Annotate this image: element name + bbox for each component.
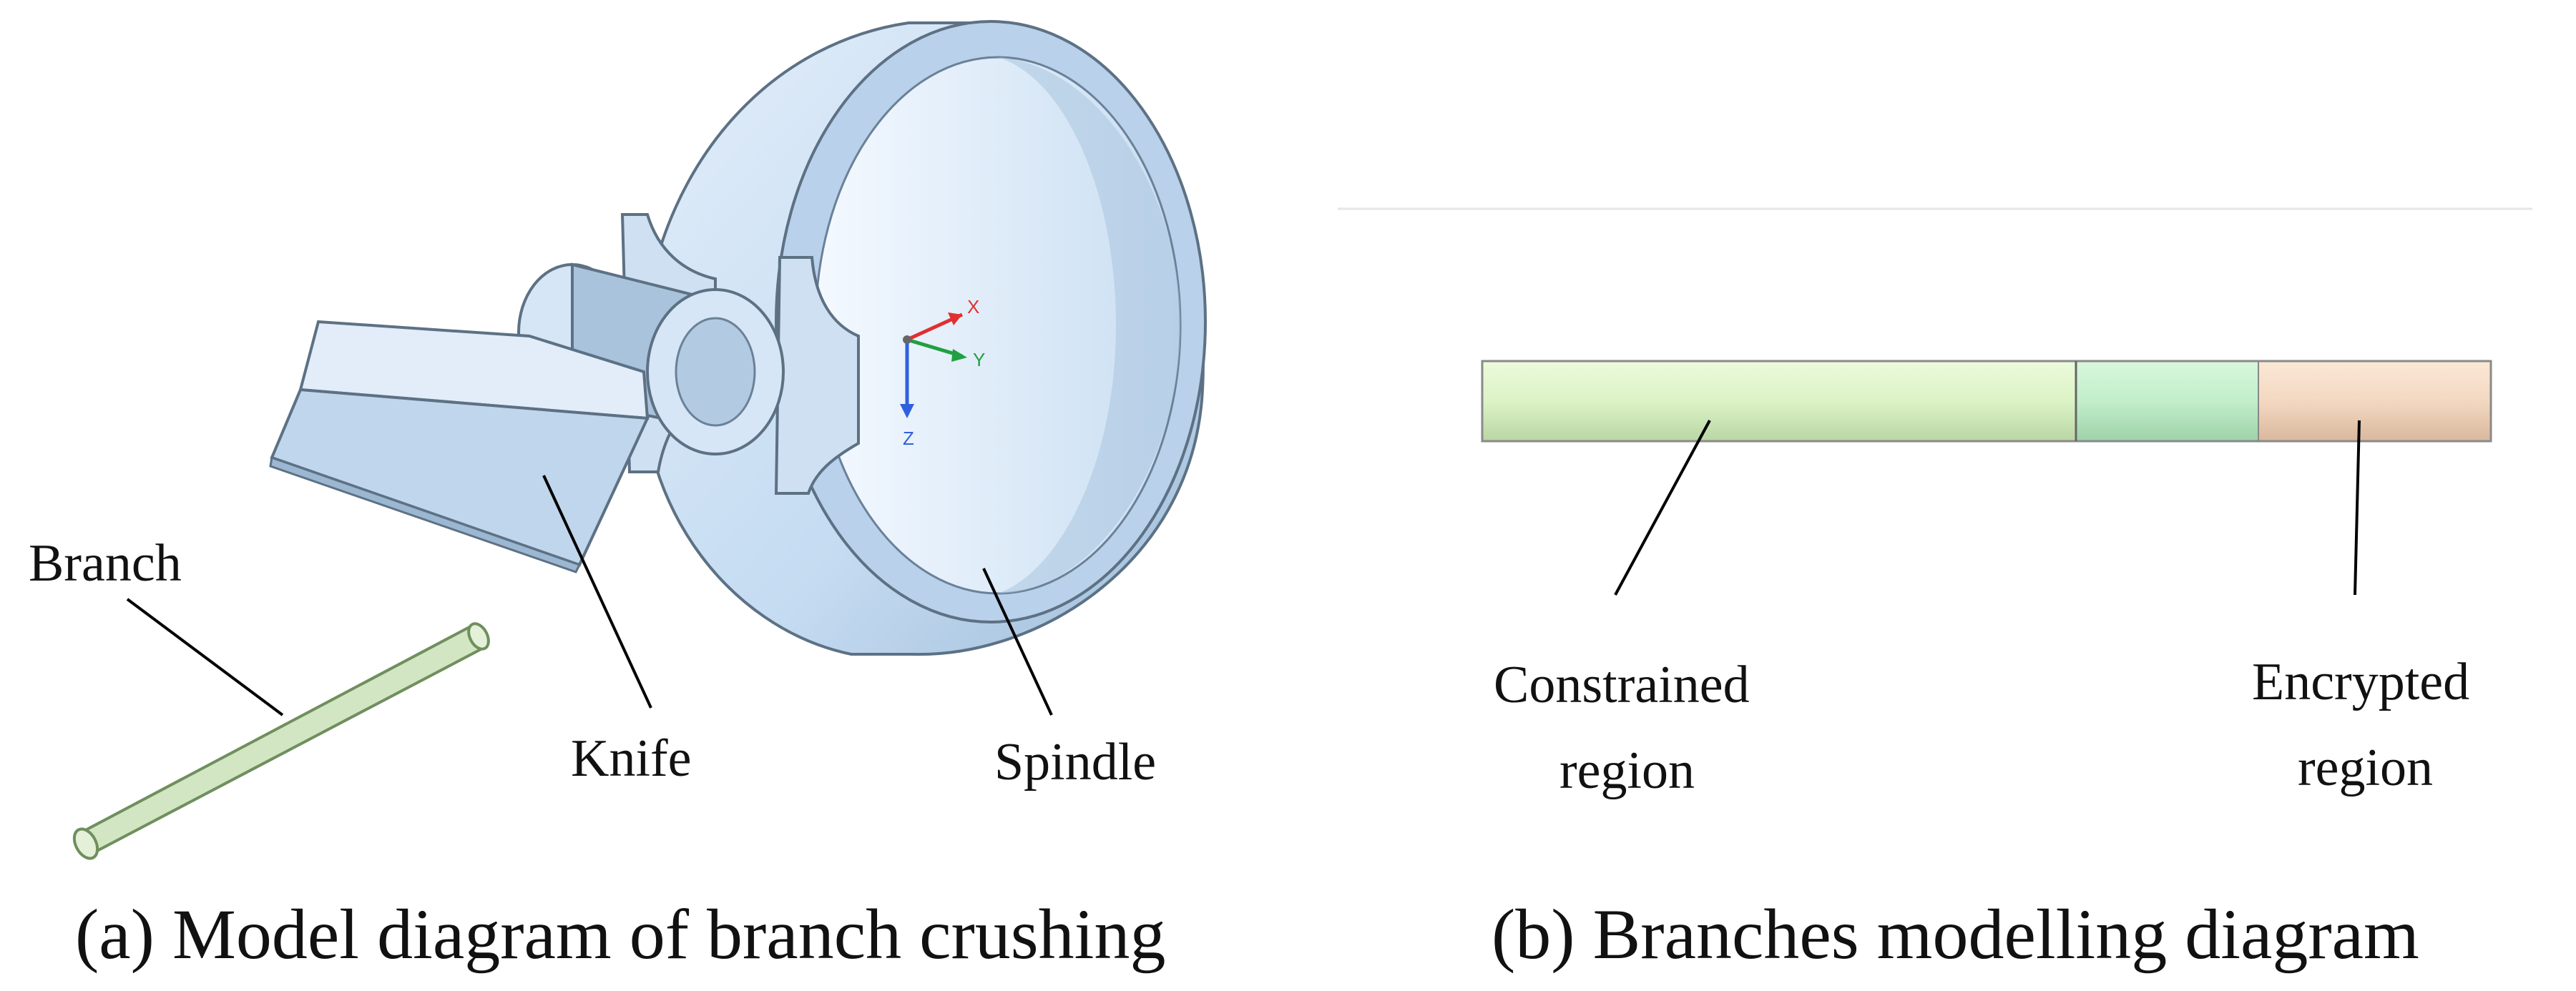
caption-a: (a) Model diagram of branch crushing bbox=[75, 894, 1165, 974]
leader-constrained bbox=[1614, 420, 1711, 596]
label-constrained-line1: Constrained bbox=[1494, 656, 1750, 714]
region-constrained bbox=[1482, 361, 2076, 441]
leader-knife bbox=[542, 475, 652, 709]
label-spindle: Spindle bbox=[994, 733, 1156, 792]
caption-b: (b) Branches modelling diagram bbox=[1492, 894, 2419, 974]
axis-triad: X Y Z bbox=[900, 296, 985, 449]
axis-x-label: X bbox=[967, 296, 979, 317]
region-middle bbox=[2076, 361, 2258, 441]
knife-blade bbox=[269, 320, 650, 573]
panel-a: X Y Z bbox=[29, 20, 1207, 974]
leader-spindle bbox=[982, 568, 1053, 716]
axis-y-label: Y bbox=[973, 349, 985, 370]
spindle-ring bbox=[640, 20, 1207, 656]
panel-b: Constrained region Encrypted region (b) … bbox=[1338, 207, 2532, 974]
leader-encrypted bbox=[2354, 420, 2361, 596]
label-constrained-line2: region bbox=[1559, 741, 1695, 800]
knife-holder bbox=[517, 213, 860, 495]
label-branch: Branch bbox=[29, 534, 182, 593]
branch-cylinder bbox=[72, 622, 490, 860]
branch-model-bar bbox=[1481, 360, 2492, 443]
label-knife: Knife bbox=[571, 729, 692, 788]
label-encrypted-line1: Encrypted bbox=[2252, 653, 2469, 711]
region-encrypted bbox=[2258, 361, 2491, 441]
label-encrypted-line2: region bbox=[2298, 739, 2433, 797]
leader-branch bbox=[126, 598, 284, 716]
axis-z-label: Z bbox=[903, 428, 914, 449]
